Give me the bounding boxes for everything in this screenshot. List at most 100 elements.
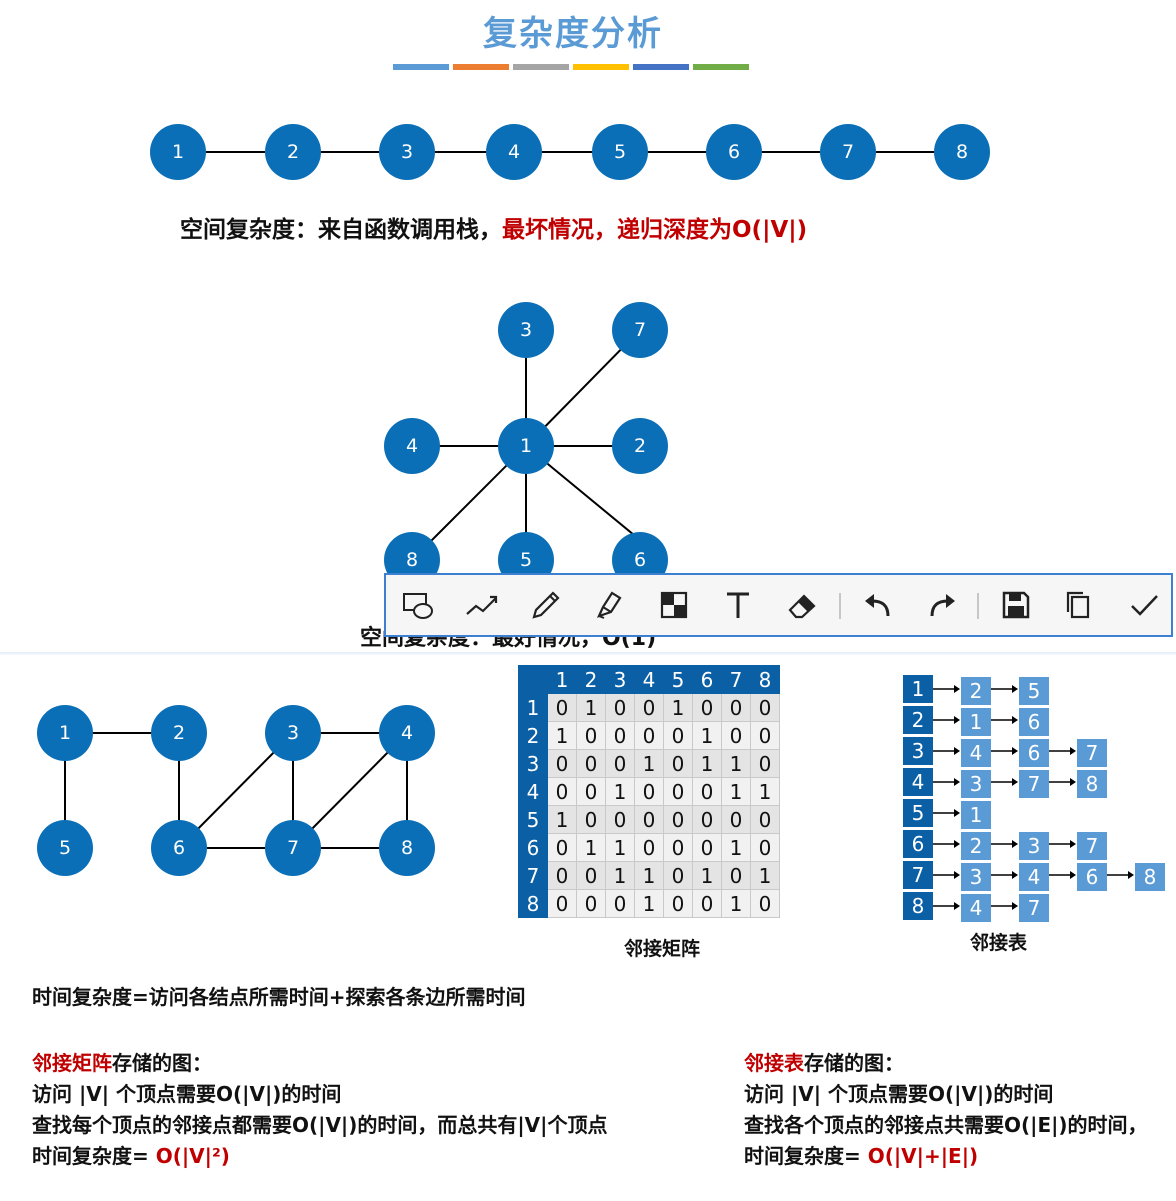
matrix-section-result: 时间复杂度= O(|V|²)	[32, 1140, 230, 1169]
redo-icon[interactable]	[922, 585, 962, 625]
pen-icon[interactable]	[526, 585, 566, 625]
matrix-cell: 0	[663, 749, 693, 778]
copy-icon[interactable]	[1058, 585, 1098, 625]
matrix-cell: 0	[721, 805, 751, 834]
matrix-row-header: 2	[518, 721, 548, 750]
matrix-cell: 0	[663, 721, 693, 750]
save-icon[interactable]	[996, 585, 1036, 625]
slide-title: 复杂度分析	[483, 14, 663, 54]
matrix-cell: 0	[750, 805, 780, 834]
eraser-icon[interactable]	[782, 585, 822, 625]
matrix-cell: 0	[547, 749, 577, 778]
matrix-section-title-rest: 存储的图：	[112, 1051, 212, 1075]
matrix-cell: 0	[576, 861, 606, 890]
result-label: 时间复杂度=	[32, 1144, 156, 1168]
adj-list-arrow-head	[954, 871, 960, 879]
result-value: O(|V|²)	[155, 1144, 230, 1168]
adj-list-node: 7	[1077, 739, 1107, 767]
adj-list-arrow-head	[1012, 840, 1018, 848]
line-icon[interactable]	[462, 585, 502, 625]
matrix-row-header: 1	[518, 693, 548, 722]
text-icon[interactable]	[718, 585, 758, 625]
matrix-cell: 0	[576, 805, 606, 834]
shape-icon[interactable]	[398, 585, 438, 625]
adj-list-node: 2	[961, 677, 991, 705]
matrix-cell: 1	[721, 889, 751, 918]
matrix-cell: 0	[721, 693, 751, 722]
adj-list-node: 7	[1077, 832, 1107, 860]
matrix-cell: 1	[721, 777, 751, 806]
highlighter-icon[interactable]	[590, 585, 630, 625]
matrix-cell: 0	[547, 833, 577, 862]
adj-list-arrow-head	[1012, 902, 1018, 910]
color-bar	[573, 64, 629, 70]
matrix-row-header: 5	[518, 805, 548, 834]
list-section-title: 邻接表存储的图：	[744, 1047, 904, 1076]
matrix-cell: 1	[692, 721, 722, 750]
matrix-col-header: 1	[547, 665, 577, 694]
adj-list-node: 3	[1019, 832, 1049, 860]
matrix-cell: 0	[692, 805, 722, 834]
undo-icon[interactable]	[858, 585, 898, 625]
matrix-section-line: 查找每个顶点的邻接点都需要O(|V|)的时间，而总共有|V|个顶点	[32, 1113, 608, 1137]
adj-list-node: 6	[1019, 739, 1049, 767]
graph-node: 4	[379, 705, 435, 761]
matrix-cell: 0	[605, 805, 635, 834]
matrix-cell: 0	[634, 693, 664, 722]
graph-node: 3	[265, 705, 321, 761]
adj-list-head: 3	[903, 737, 933, 766]
graph-node: 7	[265, 820, 321, 876]
caption-value: O(|V|)	[732, 217, 808, 243]
adj-list-node: 1	[961, 708, 991, 736]
list-section-line: 访问 |V| 个顶点需要O(|V|)的时间	[744, 1082, 1054, 1106]
chain-node: 8	[934, 124, 990, 180]
matrix-cell: 0	[576, 777, 606, 806]
adj-list-caption: 邻接表	[970, 932, 1028, 954]
color-bar	[453, 64, 509, 70]
adj-list-arrow-head	[954, 809, 960, 817]
matrix-col-header: 7	[721, 665, 751, 694]
chain-node: 3	[379, 124, 435, 180]
matrix-row-header: 8	[518, 889, 548, 918]
matrix-cell: 0	[663, 861, 693, 890]
confirm-icon[interactable]	[1124, 585, 1164, 625]
graph-node: 1	[37, 705, 93, 761]
matrix-cell: 0	[721, 861, 751, 890]
matrix-cell: 1	[634, 749, 664, 778]
matrix-cell: 1	[634, 861, 664, 890]
matrix-col-header: 5	[663, 665, 693, 694]
chain-node: 6	[706, 124, 762, 180]
matrix-cell: 1	[692, 749, 722, 778]
result-label: 时间复杂度=	[744, 1144, 868, 1168]
matrix-caption: 邻接矩阵	[624, 938, 701, 960]
matrix-cell: 0	[547, 861, 577, 890]
star-node: 7	[612, 302, 668, 358]
matrix-cell: 0	[750, 889, 780, 918]
adj-list-arrow-head	[954, 840, 960, 848]
adj-list-arrow-head	[1070, 840, 1076, 848]
list-section-result: 时间复杂度= O(|V|+|E|)	[744, 1140, 978, 1169]
matrix-col-header: 2	[576, 665, 606, 694]
adj-list-arrow-head	[1012, 716, 1018, 724]
matrix-cell: 0	[663, 889, 693, 918]
adj-list-arrow-head	[954, 747, 960, 755]
mosaic-icon[interactable]	[654, 585, 694, 625]
graph-node: 6	[151, 820, 207, 876]
matrix-col-header: 6	[692, 665, 722, 694]
adj-list-head: 4	[903, 768, 933, 797]
adj-list-arrow-head	[1012, 747, 1018, 755]
adj-list-node: 6	[1077, 863, 1107, 891]
toolbar-separator	[977, 593, 979, 619]
matrix-row-header: 7	[518, 861, 548, 890]
adj-list-node: 4	[961, 739, 991, 767]
star-node: 3	[498, 302, 554, 358]
adj-list-arrow-head	[954, 902, 960, 910]
color-bar	[513, 64, 569, 70]
adj-list-head: 1	[903, 675, 933, 704]
adj-list-arrow-head	[1070, 778, 1076, 786]
